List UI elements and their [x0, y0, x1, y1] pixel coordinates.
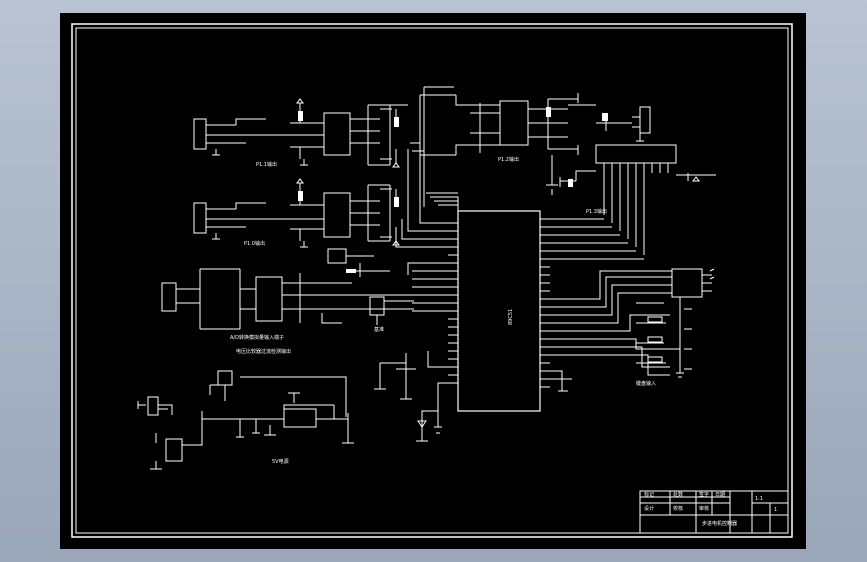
output-module-p1-2: [419, 93, 651, 195]
tb-drawing-title: 步进电机控制器: [702, 520, 737, 527]
reference-circuit: [374, 351, 572, 442]
tb-row1-count: 处数: [673, 491, 683, 498]
label-p1-0: P1.0输出: [244, 240, 265, 247]
tb-row1-sign: 签字: [699, 491, 709, 498]
power-supply-module: [137, 370, 354, 470]
drawing-sheet: P1.1输出 P1.0输出 P1.2输出 P1.3输出 A/D转换模拟量输入端子…: [60, 13, 806, 549]
title-block-text: 标记 处数 签字 日期 设计 校核 审核 1:1 1 步进电机控制器: [644, 491, 777, 527]
label-mcu: 89C51: [508, 309, 514, 325]
tb-row2-check: 校核: [673, 505, 683, 512]
bus-wiring-left: [395, 86, 459, 312]
tb-row2-review: 审核: [699, 505, 709, 512]
label-ad-note-2: 电压比较器过流检测输出: [236, 348, 291, 355]
tb-row1-date: 日期: [715, 492, 725, 498]
output-module-p1-1: [193, 98, 408, 168]
bus-wiring-right: [550, 218, 644, 260]
keyboard-module: [550, 268, 715, 378]
ad-input-module: [161, 248, 414, 330]
label-p1-1: P1.1输出: [256, 161, 277, 168]
output-module-p1-0: [193, 178, 400, 248]
label-p1-3: P1.3输出: [586, 208, 607, 215]
schematic-labels: P1.1输出 P1.0输出 P1.2输出 P1.3输出 A/D转换模拟量输入端子…: [230, 156, 656, 465]
outer-border: [71, 23, 793, 538]
label-p1-2: P1.2输出: [498, 156, 519, 163]
label-keys: 键盘输入: [636, 380, 656, 387]
mcu-chip: [448, 210, 550, 412]
inner-border: [75, 27, 789, 534]
tb-sheet: 1: [774, 507, 777, 513]
display-decoder: [559, 144, 716, 255]
component-marks: [298, 107, 608, 273]
tb-row2-design: 设计: [644, 505, 654, 512]
label-ref: 基准: [374, 326, 384, 333]
label-ad-note-1: A/D转换模拟量输入端子: [230, 334, 284, 341]
title-block: [639, 490, 789, 534]
label-power: 5V电源: [272, 458, 289, 465]
schematic-canvas: P1.1输出 P1.0输出 P1.2输出 P1.3输出 A/D转换模拟量输入端子…: [71, 23, 793, 538]
tb-row1-mark: 标记: [644, 491, 654, 498]
tb-scale: 1:1: [755, 496, 763, 502]
